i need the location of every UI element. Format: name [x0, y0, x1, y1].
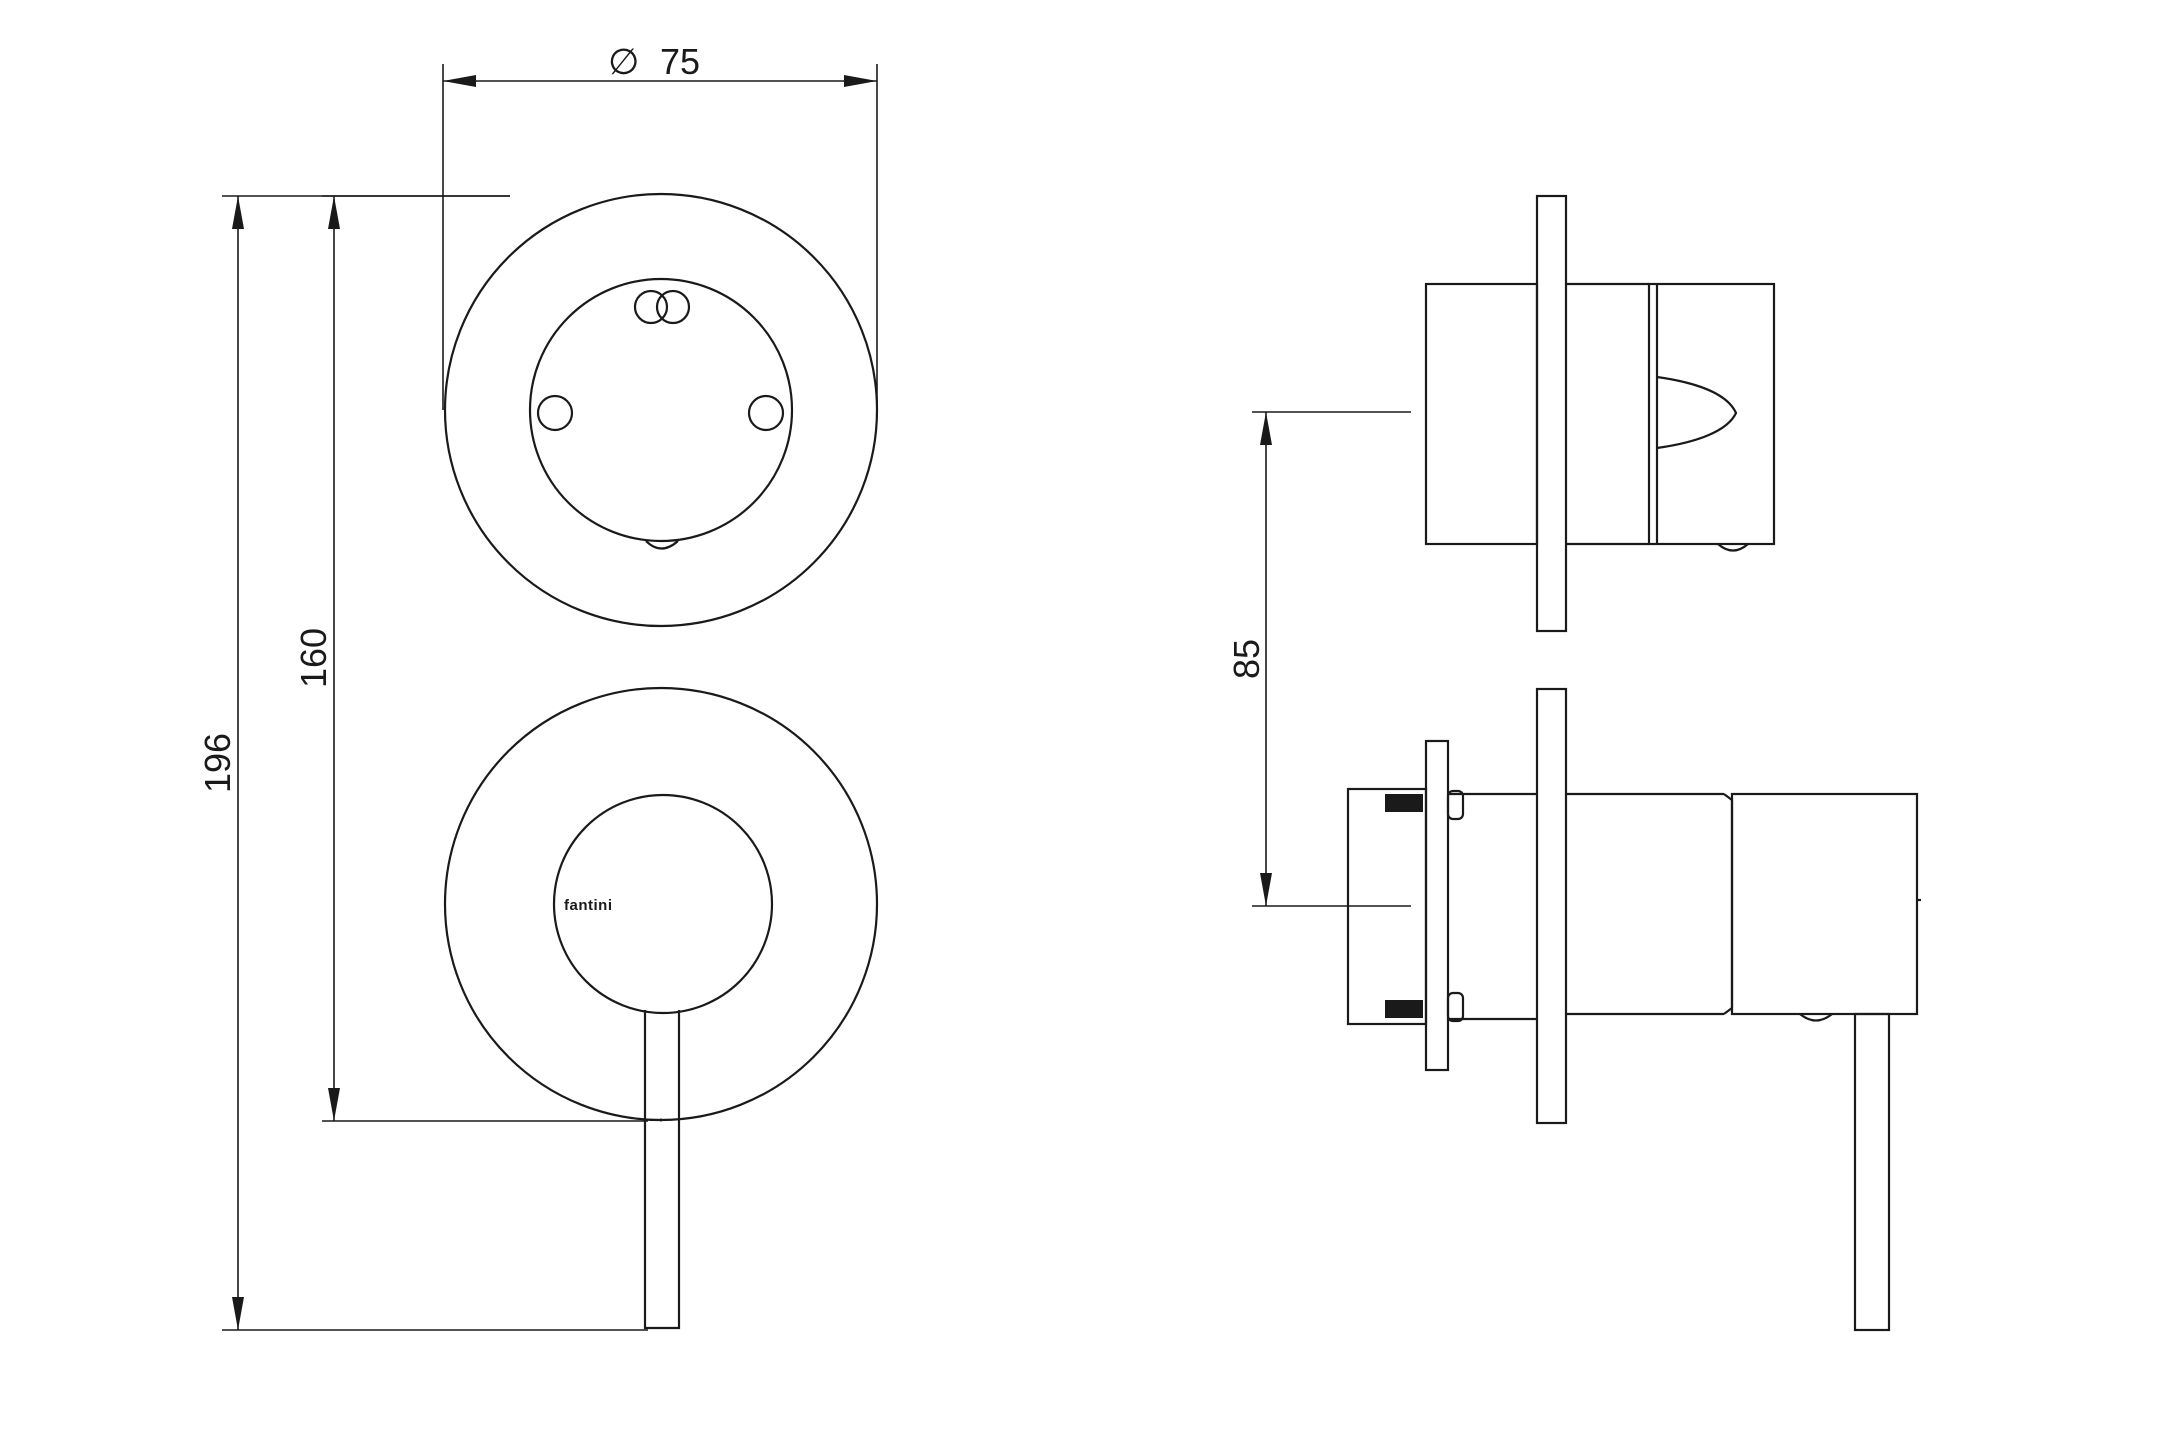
lower-nut-top: [1446, 789, 1465, 821]
front-view: fantini ∅ 75 196: [197, 41, 879, 1331]
upper-side-set-screw: [1717, 543, 1749, 552]
indicator-dot-left: [633, 289, 669, 325]
side-screw-right: [747, 394, 785, 432]
lower-handle-body: [1730, 792, 1919, 1016]
side-offset-dimension: 85: [1226, 411, 1411, 907]
side-screw-left: [536, 394, 574, 432]
upper-rosette: [443, 192, 879, 628]
lower-side-lever: [1853, 1012, 1891, 1332]
lower-handle-knob: [552, 793, 774, 1015]
brand-mark: fantini: [564, 897, 613, 914]
lower-side-set-screw: [1799, 1013, 1833, 1022]
lower-side-profile: [1346, 687, 1921, 1332]
lower-rosette: fantini: [443, 686, 879, 1330]
diameter-arrow-right: [844, 75, 877, 87]
diameter-symbol: ∅: [608, 41, 639, 82]
total-height-arrow-bottom: [232, 1297, 244, 1330]
upper-knob-pointer: [1656, 375, 1738, 450]
lower-sleeve-end: [1723, 793, 1734, 1015]
center-height-value: 160: [293, 628, 334, 688]
total-height-value: 196: [197, 733, 238, 793]
upper-outer-plate: [443, 192, 879, 628]
side-offset-arrow-top: [1260, 412, 1272, 445]
diameter-dimension: ∅ 75: [442, 41, 878, 410]
center-height-arrow-top: [328, 196, 340, 229]
lower-wall-plate: [1535, 687, 1568, 1125]
diameter-value: 75: [660, 41, 700, 82]
diameter-arrow-left: [443, 75, 476, 87]
upper-wall-plate: [1535, 194, 1568, 633]
indicator-dot-right: [655, 289, 691, 325]
lower-flange: [1424, 739, 1450, 1072]
lower-bolt-bottom: [1385, 1000, 1423, 1018]
total-height-arrow-top: [232, 196, 244, 229]
center-height-dimension: 160: [293, 195, 648, 1122]
lower-bolt-top: [1385, 794, 1423, 812]
side-offset-value: 85: [1226, 639, 1267, 679]
upper-inner-knob: [528, 277, 794, 543]
center-height-arrow-bottom: [328, 1088, 340, 1121]
lever-center-mark: [659, 1118, 663, 1122]
side-offset-arrow-bottom: [1260, 873, 1272, 906]
total-height-dimension: 196: [197, 195, 648, 1331]
upper-knob-profile: [1647, 282, 1776, 546]
upper-set-screw: [645, 540, 679, 550]
lower-outer-plate: [443, 686, 879, 1122]
lever-handle: [643, 1010, 681, 1330]
upper-side-profile: [1424, 194, 1776, 633]
side-view: 85: [1226, 194, 1921, 1332]
upper-body-back: [1424, 282, 1539, 546]
lower-nut-bottom: [1446, 991, 1465, 1023]
